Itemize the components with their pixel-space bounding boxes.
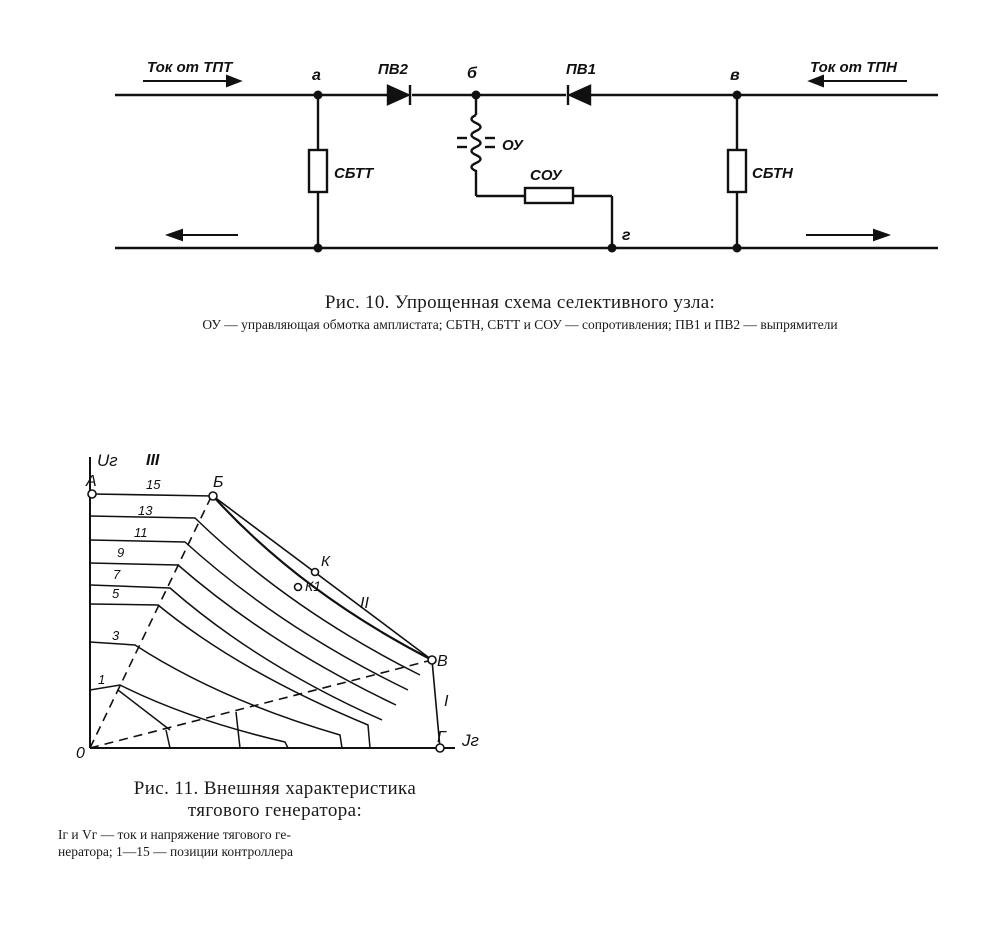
fig11-caption: Рис. 11. Внешняя характеристика тягового… (40, 778, 500, 860)
point-A (87, 489, 97, 499)
label-node-b: б (467, 65, 478, 82)
label-pos-3: 3 (112, 628, 120, 643)
junction-bottom-v (732, 243, 742, 253)
coil-core (457, 136, 495, 149)
diode-pv1 (566, 84, 592, 106)
resistor-sbtn (726, 148, 748, 194)
junction-bottom-a (313, 243, 323, 253)
label-pos-11: 11 (134, 525, 148, 540)
label-node-v: в (730, 67, 740, 84)
fig11-caption-title-line1: Рис. 11. Внешняя характеристика (133, 778, 417, 799)
fig11-characteristic: Uг Jг III II I А Б В Г К К1 0 15 13 11 9… (76, 451, 479, 762)
label-current-tpt: Ток от ТПТ (147, 59, 234, 76)
arrow-out-left (165, 228, 238, 242)
point-B (208, 491, 218, 501)
fig10-circuit: Ток от ТПТ Ток от ТПН а б в г ПВ2 ПВ1 ОУ… (115, 59, 938, 253)
label-diode-pv2: ПВ2 (378, 61, 409, 78)
junction-a (313, 90, 323, 100)
fig11-caption-legend: Iг и Vг — ток и напряжение тягового ге- … (40, 826, 478, 860)
label-point-G: Г (437, 729, 447, 746)
label-diode-pv1: ПВ1 (566, 61, 596, 78)
label-node-g: г (622, 227, 631, 244)
label-point-K1: К1 (305, 578, 321, 594)
y-axis-label: Uг (97, 451, 118, 470)
line-VG (431, 659, 441, 749)
fig10-caption: Рис. 10. Упрощенная схема селективного у… (80, 292, 960, 332)
point-K (310, 567, 320, 577)
position-curves (89, 515, 421, 749)
label-pos-9: 9 (117, 545, 124, 560)
label-origin: 0 (76, 745, 85, 762)
dashed-line-OB (89, 492, 214, 749)
label-res-sou: СОУ (530, 167, 564, 184)
arrow-in-right (807, 74, 907, 88)
x-axis-label: Jг (461, 731, 479, 750)
label-roman-1: I (444, 693, 449, 710)
junction-v (732, 90, 742, 100)
label-current-tpn: Ток от ТПН (810, 59, 898, 76)
fig11-caption-legend-line1: Iг и Vг — ток и напряжение тягового ге- (58, 827, 291, 842)
point-G (435, 743, 445, 753)
fig10-caption-title: Рис. 10. Упрощенная схема селективного у… (324, 292, 716, 313)
resistor-sbtt (307, 148, 329, 194)
fig11-caption-legend-line2: нератора; 1—15 — позиции контроллера (58, 844, 293, 859)
label-point-B: Б (213, 474, 223, 491)
label-res-sbtn: СБТН (752, 165, 794, 182)
curve-BV (212, 495, 433, 661)
label-pos-1: 1 (98, 672, 105, 687)
line-BV-straight (212, 495, 433, 661)
label-pos-5: 5 (112, 586, 120, 601)
line-AB (91, 493, 214, 497)
label-pos-13: 13 (138, 503, 153, 518)
fig11-caption-title: Рис. 11. Внешняя характеристика тягового… (40, 778, 500, 822)
fig11-caption-title-line2: тягового генератора: (187, 800, 363, 821)
label-point-V: В (437, 653, 448, 670)
fig10-caption-legend: ОУ — управляющая обмотка амплистата; СБТ… (202, 317, 838, 332)
arrow-out-right (806, 228, 891, 242)
label-pos-7: 7 (113, 567, 121, 582)
point-K1 (293, 582, 303, 592)
junction-g (607, 243, 617, 253)
diode-pv2 (386, 84, 412, 106)
label-point-K: К (321, 553, 331, 570)
junction-b (471, 90, 481, 100)
label-roman-2: II (360, 595, 369, 612)
coil-ou (470, 113, 482, 178)
resistor-sou (523, 186, 575, 205)
point-V (427, 655, 437, 665)
label-res-sbtt: СБТТ (334, 165, 375, 182)
label-coil-ou: ОУ (502, 137, 525, 154)
arrow-in-left (143, 74, 243, 88)
label-point-A: А (85, 473, 97, 490)
label-node-a: а (312, 67, 321, 84)
label-pos-15: 15 (146, 477, 161, 492)
label-roman-3: III (146, 452, 160, 469)
